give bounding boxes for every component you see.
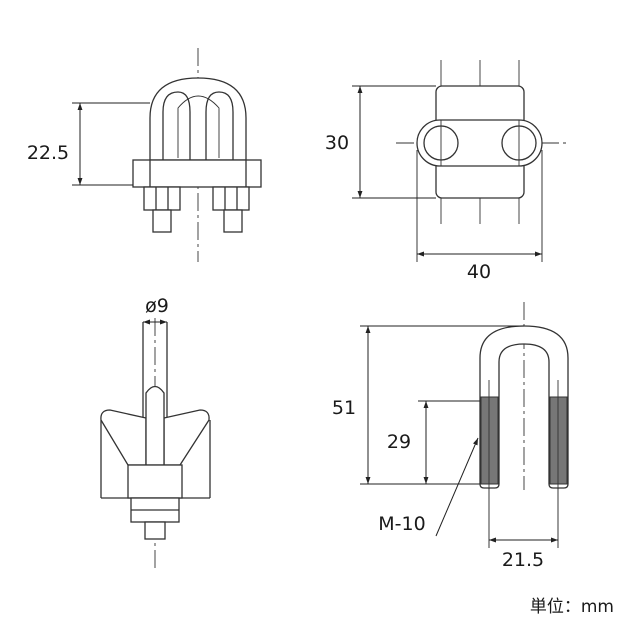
side-view: ø9 — [100, 295, 211, 572]
ubolt-right-leg — [205, 91, 234, 161]
ubolt-left-leg — [162, 91, 191, 161]
ubolt-view: 51 29 M-10 21.5 — [332, 302, 569, 571]
right-bolt-end — [223, 209, 243, 233]
dim-label-21-5: 21.5 — [502, 549, 544, 571]
side-bolt-end — [144, 521, 166, 540]
right-wing — [163, 409, 210, 466]
front-view: 22.5 — [27, 48, 262, 262]
left-bolt-end — [152, 209, 172, 233]
leader-m10 — [435, 437, 479, 537]
left-nut — [143, 186, 181, 211]
dim-label-30: 30 — [325, 132, 349, 154]
base-plate — [132, 159, 262, 188]
side-base — [127, 464, 183, 499]
left-thread — [480, 396, 499, 485]
top-view: 30 40 — [325, 60, 566, 283]
unit-note: 単位：mm — [530, 597, 614, 617]
dim-label-29: 29 — [387, 431, 411, 453]
dim-label-51: 51 — [332, 397, 356, 419]
left-wing — [100, 409, 147, 466]
dim-label-40: 40 — [467, 261, 491, 283]
right-nut — [212, 186, 250, 211]
label-m10: M-10 — [378, 513, 425, 535]
dim-label-dia: ø9 — [145, 295, 169, 317]
side-ubolt — [145, 385, 165, 466]
right-thread — [549, 396, 568, 485]
dim-label-22-5: 22.5 — [27, 142, 69, 164]
ubolt-inner-curve — [177, 95, 220, 158]
